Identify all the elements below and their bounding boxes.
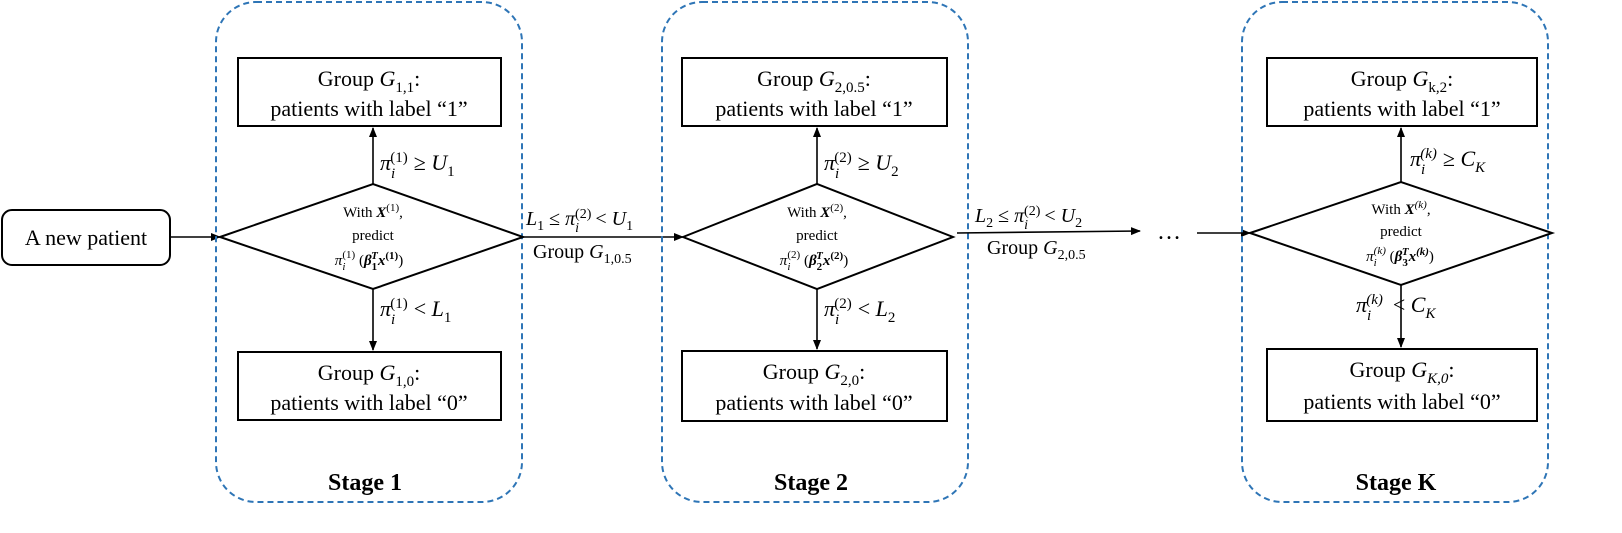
stage-k-bottom-group-title: Group GK,0: [1350,357,1455,387]
stage-2-title: Stage 2 [774,470,848,496]
stage-2-decision-line3: πi(2) (β2Tx(2)) [780,249,848,273]
stage-2-top-group-box: Group G2,0.5: patients with label “1” [681,57,948,127]
stage-2-bottom-group-title: Group G2,0: [763,359,865,389]
stage-1-bottom-group-title: Group G1,0: [318,360,420,390]
stage-1-up-condition: πi(1)≥ U1 [380,150,455,182]
stage-k-decision-diamond [1246,180,1556,287]
stage-1: Group G1,1: patients with label “1” πi(1… [215,1,527,503]
stage-2: Group G2,0.5: patients with label “1” πi… [661,1,969,503]
stage-k-top-group-desc: patients with label “1” [1303,96,1500,121]
stage-1-decision-line2: predict [352,228,394,244]
transition-2-group: Group G2,0.5 [987,237,1086,263]
stage-2-bottom-group-box: Group G2,0: patients with label “0” [681,350,948,422]
stage-2-frame [661,1,969,503]
stage-k: Group Gk,2: patients with label “1” πi(k… [1241,1,1556,503]
stage-1-down-condition: πi(1)< L1 [380,296,451,328]
stage-2-top-group-title: Group G2,0.5: [757,66,871,96]
stage-2-top-group-desc: patients with label “1” [715,96,912,121]
stage-1-title: Stage 1 [328,470,402,496]
start-node: A new patient [1,209,171,266]
stage-k-down-condition: πi(k)< CK [1356,292,1436,324]
stage-2-up-condition: πi(2)≥ U2 [824,150,899,182]
stage-k-bottom-group-box: Group GK,0: patients with label “0” [1266,348,1538,422]
stage-2-decision-line2: predict [796,228,838,244]
stage-1-top-group-box: Group G1,1: patients with label “1” [237,57,502,127]
stage-k-title: Stage K [1356,470,1437,496]
stage-1-top-group-title: Group G1,1: [318,66,420,96]
stage-1-bottom-group-desc: patients with label “0” [270,390,467,415]
stage-k-top-group-box: Group Gk,2: patients with label “1” [1266,57,1538,127]
stage-k-frame [1241,1,1549,503]
stage-2-down-condition: πi(2)< L2 [824,296,895,328]
stage-1-bottom-group-box: Group G1,0: patients with label “0” [237,351,502,421]
transition-1-condition: L1 ≤ πi(2)< U1 [525,207,633,236]
stage-2-decision-diamond [680,182,956,291]
start-node-label: A new patient [25,225,147,250]
arrow-stage2-to-ellipsis [956,227,1141,236]
stage-k-top-group-title: Group Gk,2: [1351,66,1453,96]
stage-1-top-group-desc: patients with label “1” [270,96,467,121]
stage-1-frame [215,1,523,503]
ellipsis: … [1157,219,1181,245]
stage-k-up-condition: πi(k)≥ CK [1410,146,1486,178]
stage-k-decision-line2: predict [1380,224,1422,240]
stage-1-decision-line3: πi(1) (β1Tx(1)) [335,249,403,273]
stage-2-bottom-group-desc: patients with label “0” [715,390,912,415]
transition-1-group: Group G1,0.5 [533,241,632,267]
stage-k-bottom-group-desc: patients with label “0” [1303,389,1500,414]
transition-2-condition: L2 ≤ πi(2)< U2 [974,204,1082,233]
stage-k-decision-line3: πi(k) (β3Tx(k)) [1366,245,1434,269]
